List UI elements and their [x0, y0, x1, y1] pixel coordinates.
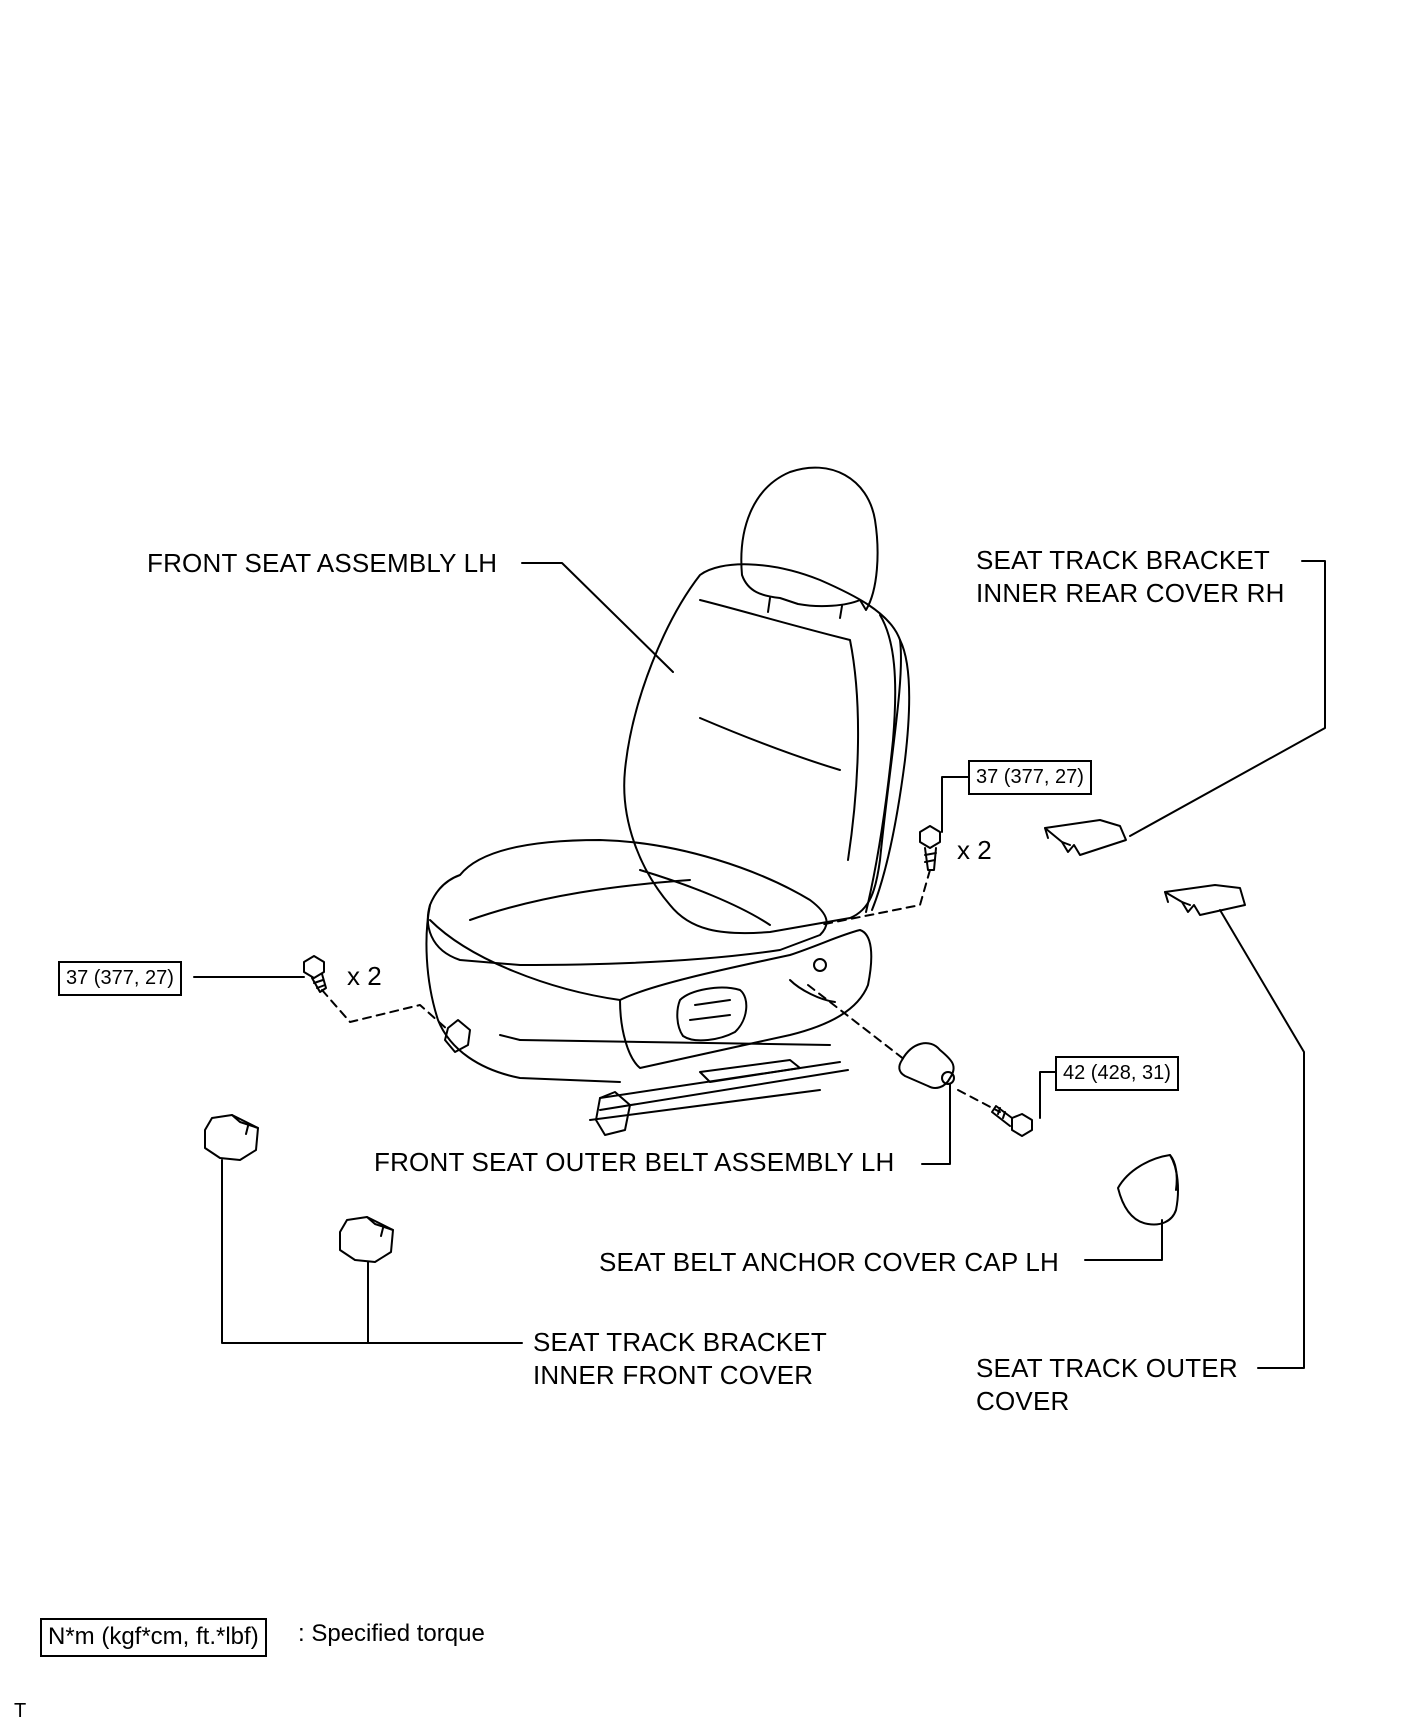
legend-unit-box: N*m (kgf*cm, ft.*lbf) — [40, 1618, 267, 1657]
outer-cover-part — [1164, 884, 1246, 916]
label-anchor-cover-cap: SEAT BELT ANCHOR COVER CAP LH — [599, 1247, 1059, 1277]
rear-cover-rh-part — [1044, 819, 1127, 856]
torque-front-bolts: 37 (377, 27) — [58, 961, 182, 996]
label-front-seat-assembly: FRONT SEAT ASSEMBLY LH — [147, 548, 498, 578]
inner-front-cover-part-2 — [339, 1216, 394, 1263]
legend-description: : Specified torque — [298, 1620, 485, 1647]
seat-adjust-switch — [676, 986, 748, 1042]
front-seat-illustration — [425, 466, 911, 1136]
seatback-seam — [699, 599, 860, 861]
label-rear-cover-rh-line1: SEAT TRACK BRACKET — [976, 545, 1271, 575]
label-outer-cover-line1: SEAT TRACK OUTER — [976, 1353, 1238, 1383]
belt-bolt — [991, 1105, 1033, 1137]
rear-bolt — [919, 825, 941, 871]
anchor-cover-cap-part — [1117, 1154, 1179, 1226]
leader-lines — [193, 560, 1326, 1369]
qty-rear-bolts: x 2 — [957, 835, 992, 865]
front-track-foot — [444, 1019, 471, 1053]
label-outer-belt-assembly: FRONT SEAT OUTER BELT ASSEMBLY LH — [374, 1147, 895, 1177]
front-bolt — [303, 955, 327, 993]
label-outer-cover-line2: COVER — [976, 1386, 1070, 1416]
corner-mark: T — [14, 1700, 27, 1722]
seat-cushion — [426, 839, 828, 966]
label-inner-front-cover-line1: SEAT TRACK BRACKET — [533, 1327, 828, 1357]
qty-front-bolts: x 2 — [347, 961, 382, 991]
outer-belt-piece — [898, 1042, 955, 1089]
cushion-seam — [469, 879, 691, 921]
inner-front-cover-part-1 — [204, 1114, 259, 1161]
anchor-point — [813, 958, 827, 972]
headrest — [740, 466, 879, 611]
torque-rear-bolts: 37 (377, 27) — [968, 760, 1092, 795]
label-rear-cover-rh-line2: INNER REAR COVER RH — [976, 578, 1285, 608]
label-inner-front-cover-line2: INNER FRONT COVER — [533, 1360, 814, 1390]
headrest-stems — [767, 597, 843, 619]
side-shield — [619, 929, 873, 1069]
torque-belt-bolt: 42 (428, 31) — [1055, 1056, 1179, 1091]
seatback-side — [871, 639, 911, 911]
assembly-dashes — [321, 869, 1001, 1113]
